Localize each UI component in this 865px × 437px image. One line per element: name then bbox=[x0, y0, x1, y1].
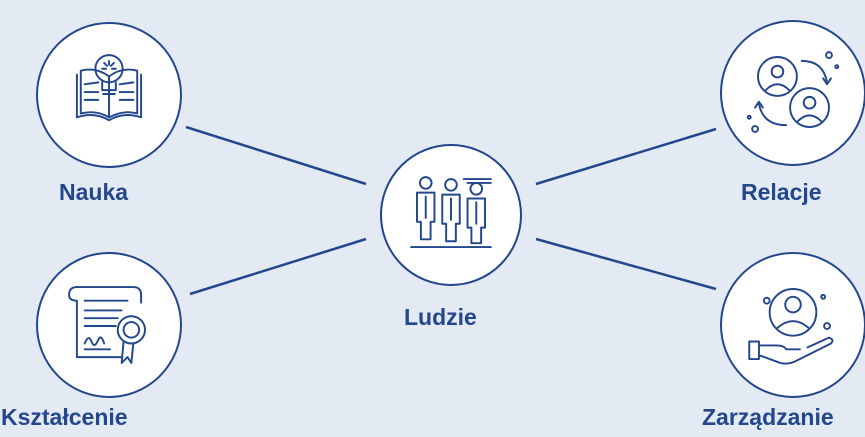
node-relacje bbox=[720, 20, 865, 166]
hand-person-icon bbox=[748, 288, 834, 365]
label-relacje: Relacje bbox=[741, 179, 822, 205]
node-zarzadzanie bbox=[720, 252, 865, 398]
node-nauka bbox=[36, 22, 182, 168]
node-ksztalcenie bbox=[36, 252, 182, 398]
edge-nauka bbox=[185, 125, 367, 186]
people-group-icon bbox=[410, 176, 492, 249]
certificate-icon bbox=[68, 286, 146, 364]
label-ludzie: Ludzie bbox=[404, 304, 477, 330]
node-ludzie bbox=[380, 144, 522, 286]
edge-relacje bbox=[535, 127, 717, 186]
label-zarzadzanie: Zarządzanie bbox=[702, 404, 834, 430]
book-lightbulb-icon bbox=[75, 54, 143, 122]
exchange-people-icon bbox=[746, 51, 840, 133]
label-ksztalcenie: Kształcenie bbox=[1, 404, 128, 430]
edge-zarzadzanie bbox=[535, 237, 717, 291]
label-nauka: Nauka bbox=[59, 179, 129, 205]
edge-ksztalcenie bbox=[189, 237, 367, 296]
